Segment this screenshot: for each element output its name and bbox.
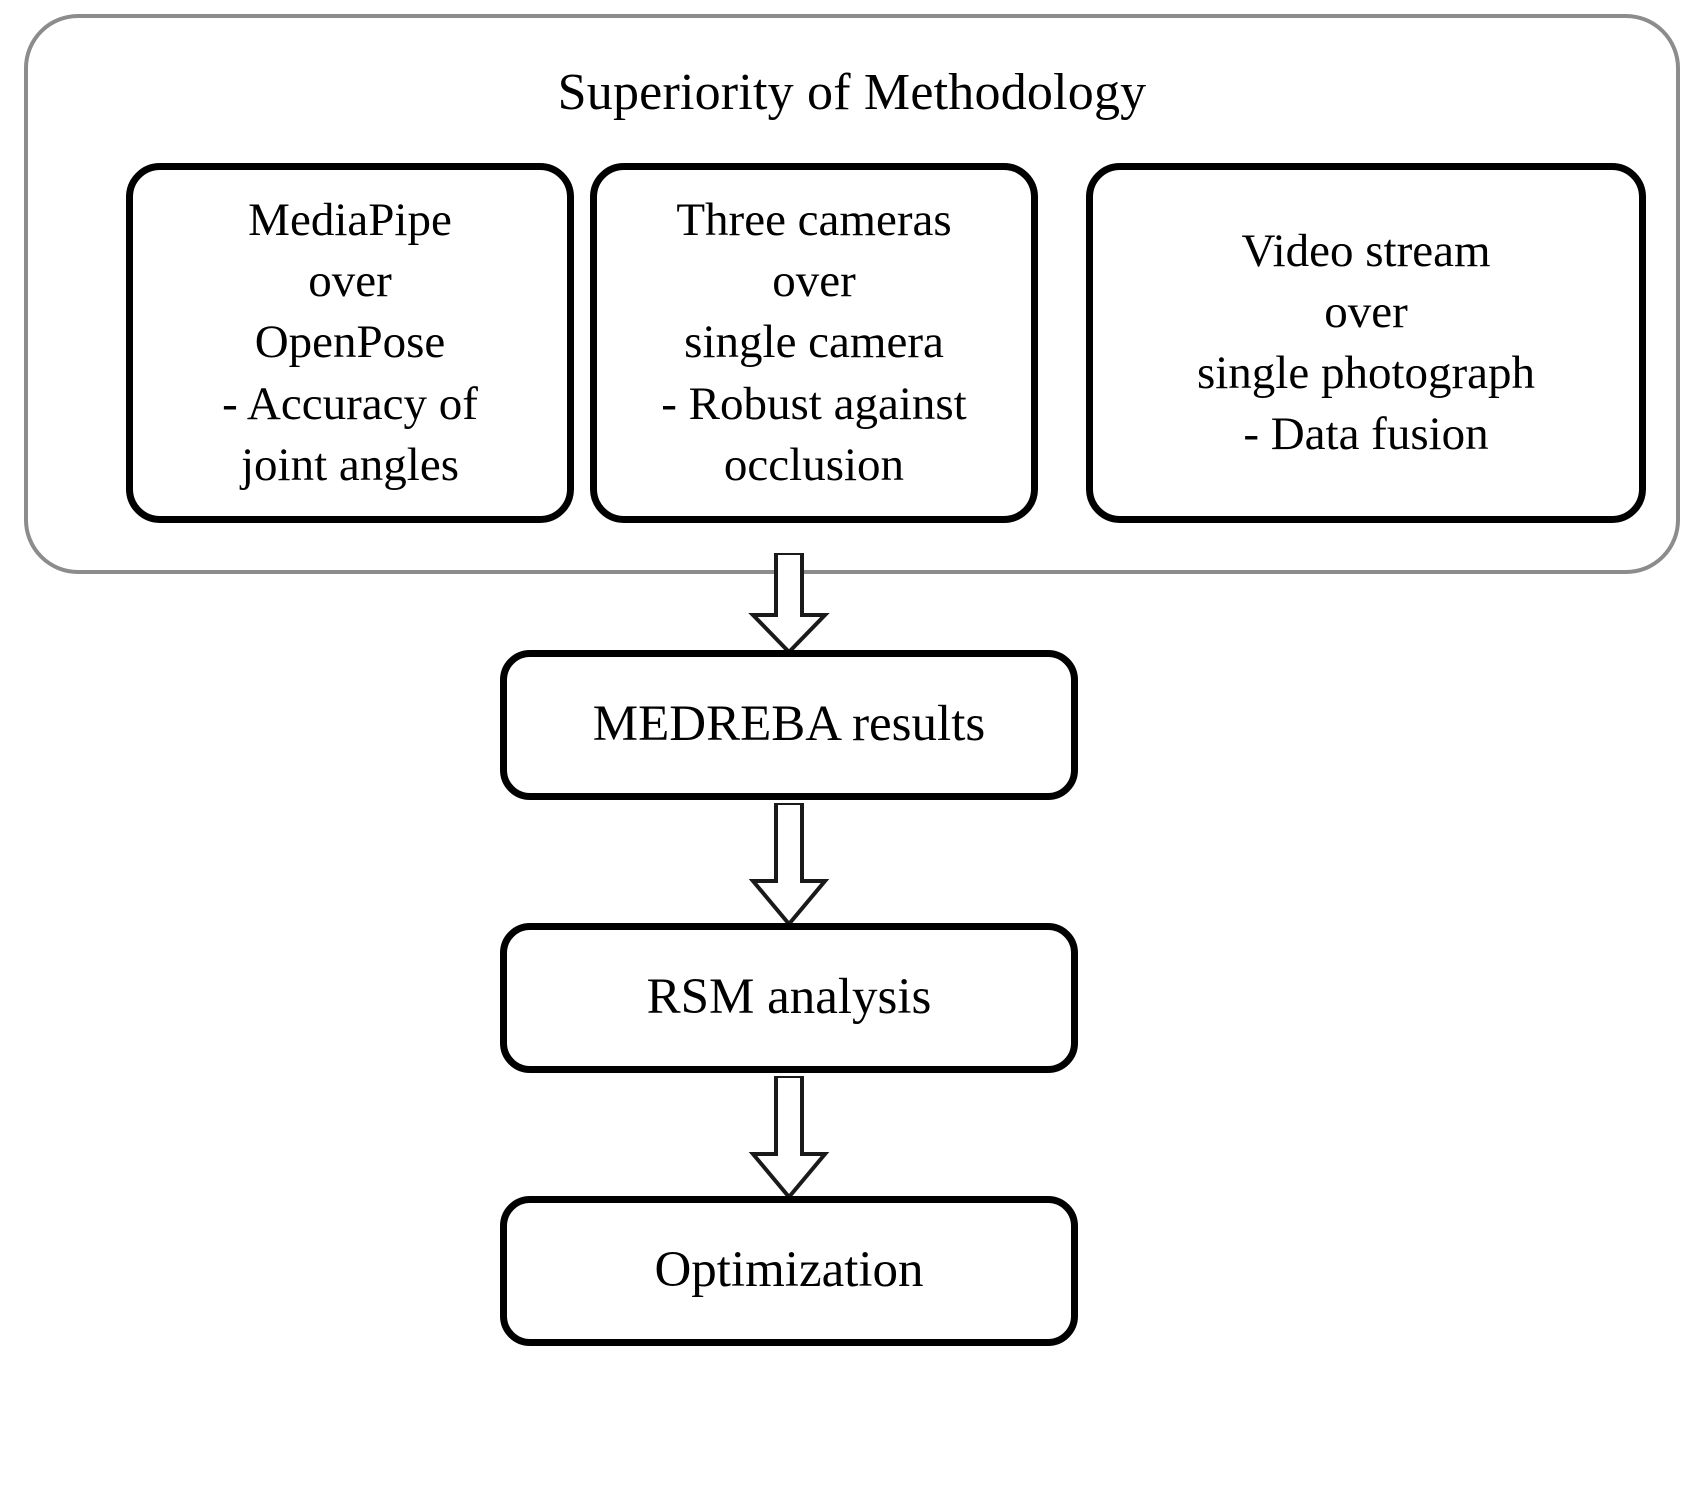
arrow-rsm-to-optimization-icon — [745, 1076, 833, 1198]
feature-box-three-cameras-over-single-camera[interactable]: Three cameras over single camera - Robus… — [590, 163, 1038, 523]
feature-box-2-text: Three cameras over single camera - Robus… — [661, 194, 967, 491]
feature-box-1-text: MediaPipe over OpenPose - Accuracy of jo… — [222, 194, 478, 491]
superiority-group-container: Superiority of Methodology MediaPipe ove… — [24, 14, 1680, 574]
down-block-arrow-icon — [748, 553, 830, 653]
stage-box-optimization-label: Optimization — [654, 1242, 924, 1299]
feature-box-3-text: Video stream over single photograph - Da… — [1196, 224, 1536, 461]
arrow-group-to-medreba-icon — [745, 553, 833, 653]
arrow-medreba-to-rsm-icon — [745, 803, 833, 925]
feature-box-mediapipe-over-openpose[interactable]: MediaPipe over OpenPose - Accuracy of jo… — [126, 163, 574, 523]
stage-box-rsm-label: RSM analysis — [646, 969, 932, 1026]
stage-box-rsm-analysis[interactable]: RSM analysis — [500, 923, 1078, 1073]
stage-box-medreba-label: MEDREBA results — [592, 696, 986, 753]
down-block-arrow-icon — [748, 1076, 830, 1198]
group-title: Superiority of Methodology — [557, 64, 1147, 121]
down-block-arrow-icon — [748, 803, 830, 925]
stage-box-medreba-results[interactable]: MEDREBA results — [500, 650, 1078, 800]
stage-box-optimization[interactable]: Optimization — [500, 1196, 1078, 1346]
feature-box-video-stream-over-single-photograph[interactable]: Video stream over single photograph - Da… — [1086, 163, 1646, 523]
